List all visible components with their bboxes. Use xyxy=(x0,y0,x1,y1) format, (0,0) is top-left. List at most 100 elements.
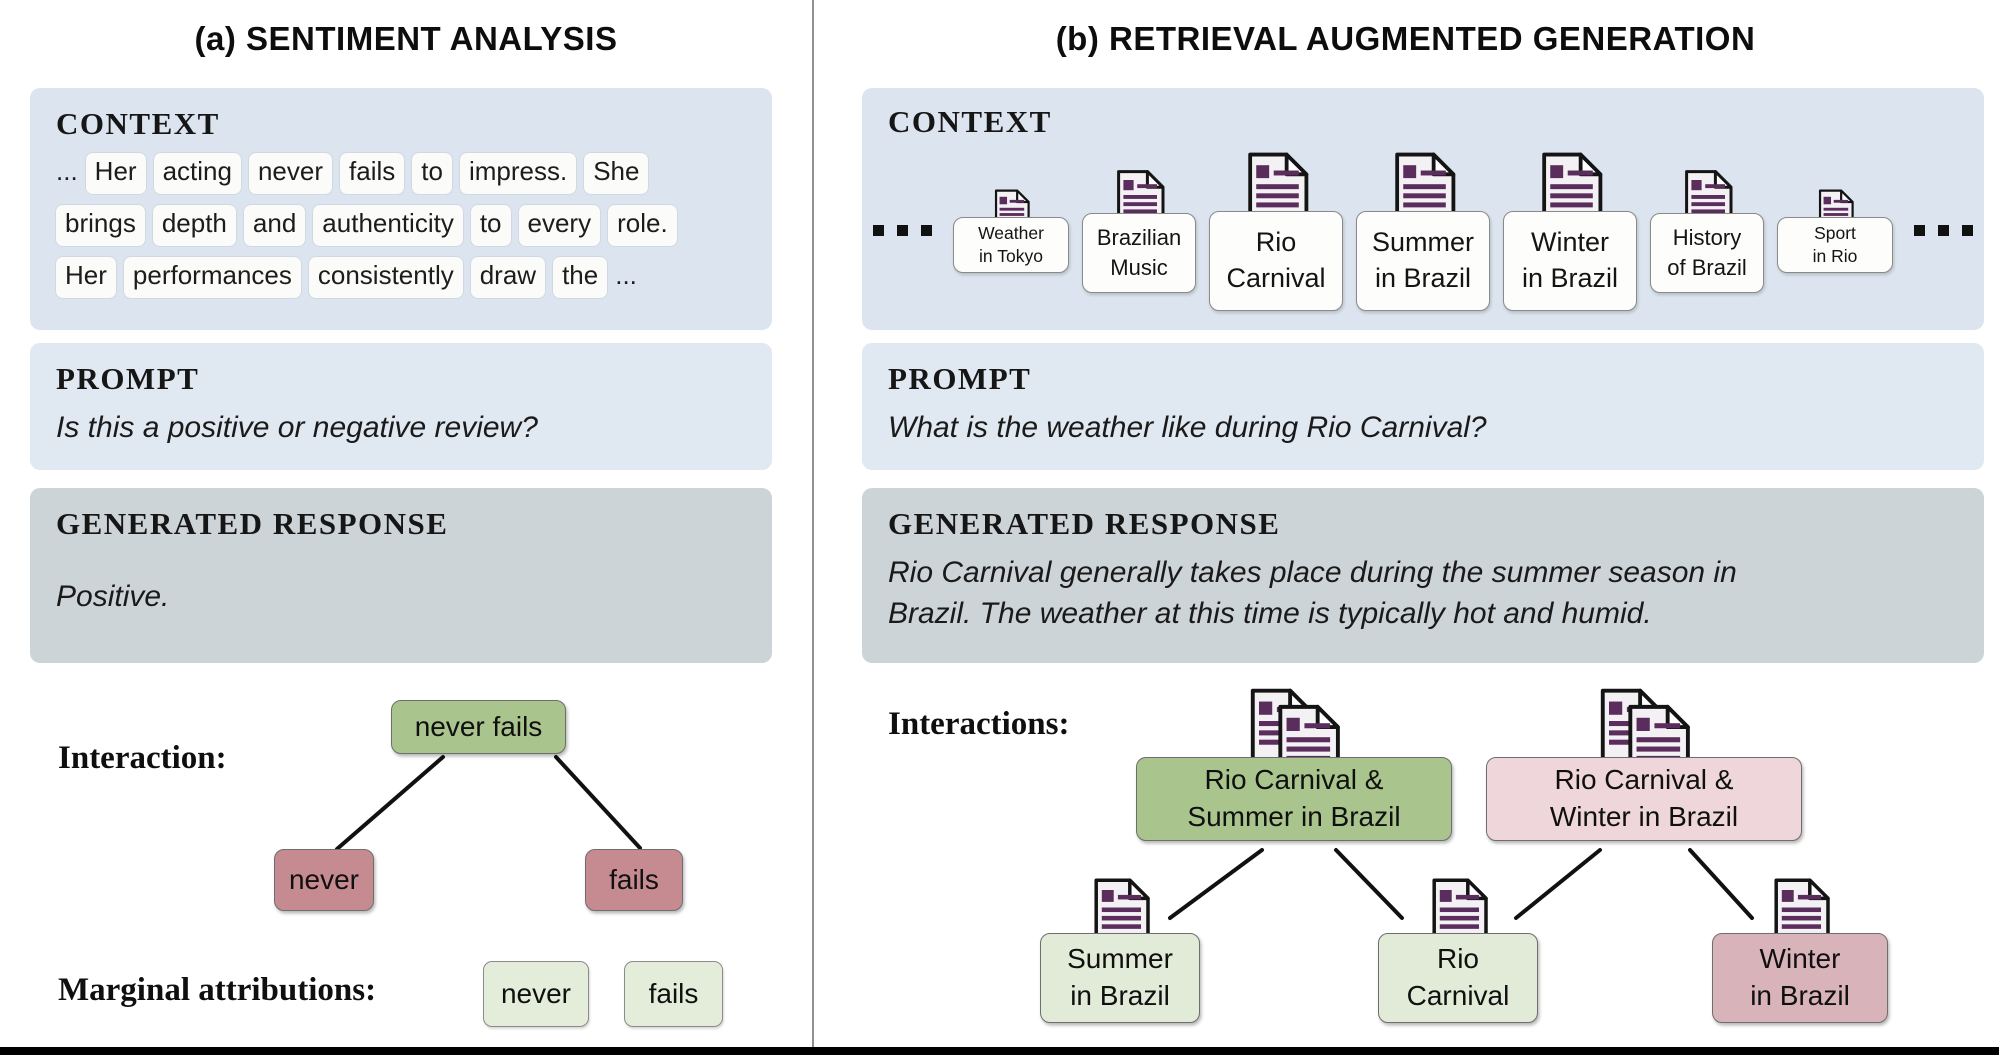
doc-label: Rio Carnival xyxy=(1209,210,1343,311)
token-chip: authenticity xyxy=(313,205,463,246)
node-label: fails xyxy=(609,863,659,895)
doc-card-history-of-brazil: History of Brazil xyxy=(1650,168,1764,293)
child-node-winter-in-brazil: Winter in Brazil xyxy=(1712,933,1888,1023)
doc-label-line: Winter xyxy=(1530,226,1609,257)
doc-label-line: of Brazil xyxy=(1667,254,1747,280)
context-heading-b: CONTEXT xyxy=(888,104,1052,139)
doc-label-line: in Brazil xyxy=(1521,262,1619,293)
token-chip: consistently xyxy=(308,257,463,298)
marginal-attributions-label: Marginal attributions: xyxy=(58,972,377,1008)
doc-label-line: Weather xyxy=(978,222,1044,243)
context-box-b: CONTEXT Weather in Tokyo Brazilian Music… xyxy=(862,88,1984,330)
doc-card-summer-in-brazil: Summer in Brazil xyxy=(1356,150,1490,311)
response-text-a: Positive. xyxy=(56,580,170,613)
token-chip: She xyxy=(584,153,649,194)
doc-label: Brazilian Music xyxy=(1082,212,1196,293)
doc-label: Sport in Rio xyxy=(1777,216,1893,273)
response-line: Rio Carnival generally takes place durin… xyxy=(888,556,1737,589)
bottom-border-bar xyxy=(0,1047,1999,1055)
marginal-chip-fails: fails xyxy=(624,961,723,1027)
token-chip: fails xyxy=(340,153,405,194)
doc-label-line: Music xyxy=(1110,254,1168,280)
response-box-a: GENERATED RESPONSE Positive. xyxy=(30,488,772,663)
token-row: Her performances consistently draw the .… xyxy=(56,257,746,298)
token-row: ... Her acting never fails to impress. S… xyxy=(56,153,746,194)
doc-card-winter-in-brazil: Winter in Brazil xyxy=(1503,150,1637,311)
doc-card-sport-in-rio: Sport in Rio xyxy=(1777,188,1893,273)
interaction-label: Interaction: xyxy=(58,740,227,776)
response-heading-a: GENERATED RESPONSE xyxy=(56,506,449,541)
node-label-line: Carnival xyxy=(1406,980,1510,1011)
ellipsis-end: ... xyxy=(615,259,637,290)
marginal-chip-never: never xyxy=(483,961,589,1027)
token-chip: the xyxy=(553,257,608,298)
node-label: never fails xyxy=(414,710,543,742)
interactions-label: Interactions: xyxy=(888,706,1070,742)
context-heading-a: CONTEXT xyxy=(56,106,220,141)
doc-label-line: Carnival xyxy=(1226,262,1326,293)
ellipsis-icon xyxy=(1914,224,1973,236)
doc-label-line: Sport xyxy=(1814,222,1856,243)
token-chip: to xyxy=(412,153,452,194)
node-label-line: Rio xyxy=(1436,943,1479,975)
doc-label-line: in Rio xyxy=(1812,245,1858,266)
node-label-line: Winter in Brazil xyxy=(1549,801,1739,832)
prompt-box-a: PROMPT Is this a positive or negative re… xyxy=(30,343,772,470)
node-label-line: Winter xyxy=(1759,943,1841,975)
token-chip: Her xyxy=(56,257,116,298)
prompt-heading-b: PROMPT xyxy=(888,361,1032,396)
node-label-line: Summer in Brazil xyxy=(1187,801,1401,832)
response-heading-b: GENERATED RESPONSE xyxy=(888,506,1281,541)
doc-card-rio-carnival: Rio Carnival xyxy=(1209,150,1343,311)
doc-label: Summer in Brazil xyxy=(1356,210,1490,311)
doc-label: Weather in Tokyo xyxy=(953,216,1069,273)
doc-label-line: in Tokyo xyxy=(979,245,1043,266)
token-chip: brings xyxy=(56,205,145,246)
ellipsis-start: ... xyxy=(56,155,78,186)
token-chip: and xyxy=(243,205,306,246)
token-chip: depth xyxy=(152,205,236,246)
doc-label-line: History xyxy=(1672,225,1742,251)
token-chip: performances xyxy=(123,257,301,298)
response-text-b: Rio Carnival generally takes place durin… xyxy=(888,552,1958,635)
node-label-line: in Brazil xyxy=(1750,980,1850,1011)
doc-label-line: in Brazil xyxy=(1374,262,1472,293)
node-label-line: in Brazil xyxy=(1070,980,1170,1011)
prompt-text-b: What is the weather like during Rio Carn… xyxy=(888,411,1487,444)
doc-label: Winter in Brazil xyxy=(1503,210,1637,311)
token-chip: acting xyxy=(153,153,241,194)
token-chip: to xyxy=(470,205,511,246)
token-chip: draw xyxy=(470,257,546,298)
ellipsis-icon xyxy=(873,224,932,236)
node-label-line: Rio Carnival & xyxy=(1554,764,1734,796)
token-row: brings depth and authenticity to every r… xyxy=(56,205,746,246)
panel-b-title: (b) RETRIEVAL AUGMENTED GENERATION xyxy=(1055,20,1756,57)
doc-card-brazilian-music: Brazilian Music xyxy=(1082,168,1196,293)
chip-label: never xyxy=(500,978,572,1009)
node-label-line: Summer xyxy=(1067,943,1173,975)
doc-label-line: Summer xyxy=(1371,226,1474,257)
retrieved-docs-row: Weather in Tokyo Brazilian Music Rio Car… xyxy=(873,144,1973,316)
response-box-b: GENERATED RESPONSE Rio Carnival generall… xyxy=(862,488,1984,663)
chip-label: fails xyxy=(648,978,699,1009)
interaction-node-never-fails: never fails xyxy=(391,700,566,754)
pair-node-rio-carnival-winter: Rio Carnival & Winter in Brazil xyxy=(1486,757,1802,841)
interaction-node-fails: fails xyxy=(585,849,683,911)
doc-card-weather-in-tokyo: Weather in Tokyo xyxy=(953,188,1069,273)
node-label: never xyxy=(288,863,360,895)
context-box-a: CONTEXT ... Her acting never fails to im… xyxy=(30,88,772,330)
prompt-text-a: Is this a positive or negative review? xyxy=(56,411,538,444)
token-chip: impress. xyxy=(459,153,577,194)
prompt-heading-a: PROMPT xyxy=(56,361,200,396)
child-node-rio-carnival: Rio Carnival xyxy=(1378,933,1538,1023)
token-chip: Her xyxy=(85,153,146,194)
token-chip: role. xyxy=(608,205,677,246)
doc-label: History of Brazil xyxy=(1650,212,1764,293)
token-chip: never xyxy=(248,153,333,194)
pair-node-rio-carnival-summer: Rio Carnival & Summer in Brazil xyxy=(1136,757,1452,841)
interaction-node-never: never xyxy=(274,849,374,911)
prompt-box-b: PROMPT What is the weather like during R… xyxy=(862,343,1984,470)
panel-a-title: (a) SENTIMENT ANALYSIS xyxy=(194,20,618,57)
response-line: Brazil. The weather at this time is typi… xyxy=(888,597,1652,631)
doc-label-line: Rio xyxy=(1255,226,1297,257)
